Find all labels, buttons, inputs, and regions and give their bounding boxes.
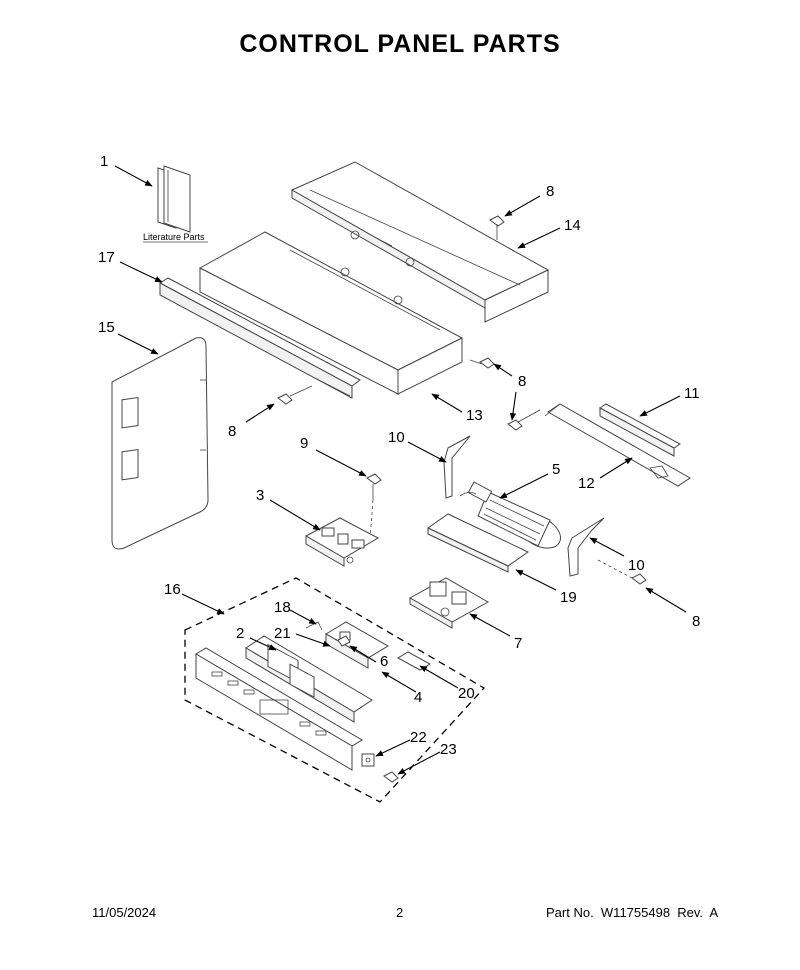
callout-9: 9 xyxy=(300,435,308,452)
fan-mount-plate xyxy=(427,513,529,573)
screw-icon xyxy=(366,473,382,541)
screws xyxy=(277,215,647,783)
front-trim-strip xyxy=(159,277,361,399)
control-board-3 xyxy=(304,517,380,567)
footer-page-number: 2 xyxy=(396,905,404,920)
upper-panel-tray xyxy=(290,161,550,323)
footer-date: 11/05/2024 xyxy=(92,905,157,920)
control-board-assembly xyxy=(245,621,432,723)
callout-21: 21 xyxy=(274,625,291,642)
callout-23: 23 xyxy=(440,741,457,758)
bracket-rail xyxy=(544,403,691,487)
callout-5: 5 xyxy=(552,461,560,478)
bracket-right xyxy=(567,517,605,577)
callout-3: 3 xyxy=(256,487,264,504)
callout-11: 11 xyxy=(684,385,700,402)
callout-18: 18 xyxy=(274,599,291,616)
callout-labels: 1 17 15 8 14 8 8 13 8 11 9 10 5 12 3 10 … xyxy=(98,153,700,758)
callout-4: 4 xyxy=(414,689,422,706)
callout-1: 1 xyxy=(100,153,108,170)
callout-8: 8 xyxy=(518,373,526,390)
screw-icon xyxy=(383,771,399,783)
callout-7: 7 xyxy=(514,635,522,652)
page-title: CONTROL PANEL PARTS xyxy=(239,30,561,58)
console-assembly-box xyxy=(184,577,486,803)
callout-15: 15 xyxy=(98,319,115,336)
callout-17: 17 xyxy=(98,249,115,266)
screw-icon xyxy=(597,559,647,585)
console-panel xyxy=(195,647,363,771)
screw-icon xyxy=(489,215,505,240)
callout-8: 8 xyxy=(228,423,236,440)
clip-22 xyxy=(361,753,375,767)
callout-13: 13 xyxy=(466,407,483,424)
leader-lines xyxy=(114,165,687,775)
callout-10: 10 xyxy=(388,429,405,446)
callout-14: 14 xyxy=(564,217,581,234)
bracket-left xyxy=(443,435,471,499)
callout-10: 10 xyxy=(628,557,645,574)
callout-6: 6 xyxy=(380,653,388,670)
literature-parts-label: Literature Parts xyxy=(143,232,205,242)
callout-19: 19 xyxy=(560,589,577,606)
screw-icon xyxy=(277,385,313,405)
callout-20: 20 xyxy=(458,685,475,702)
footer-part-number: Part No. W11755498 Rev. A xyxy=(546,905,719,920)
callout-8: 8 xyxy=(692,613,700,630)
side-panel xyxy=(111,337,209,550)
callout-12: 12 xyxy=(578,475,595,492)
blower-fan xyxy=(459,481,562,549)
literature-booklet: Literature Parts xyxy=(143,165,208,243)
power-board-7 xyxy=(408,577,490,629)
screw-icon xyxy=(507,409,541,431)
callout-8: 8 xyxy=(546,183,554,200)
screw-icon xyxy=(469,357,495,369)
callout-22: 22 xyxy=(410,729,427,746)
callout-2: 2 xyxy=(236,625,244,642)
callout-16: 16 xyxy=(164,581,181,598)
main-panel-tray xyxy=(198,231,464,395)
